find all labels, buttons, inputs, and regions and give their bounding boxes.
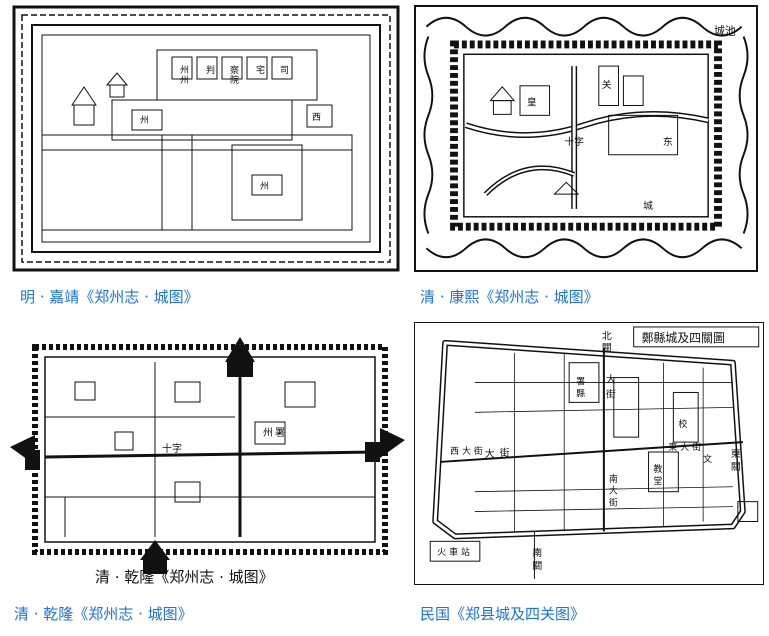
label-0: 十字 <box>162 442 182 455</box>
caption-qing-kangxi: 清 · 康熙《郑州志 · 城图》 <box>420 288 599 306</box>
label-1: 州 <box>180 75 189 86</box>
label-3: 清 · 乾隆《郑州志 · 城图》 <box>95 568 274 585</box>
label-15: 街 <box>609 497 618 509</box>
label-5: 街 <box>500 446 510 459</box>
label-20: 東 <box>668 441 677 453</box>
label-26: 車 <box>449 546 458 558</box>
label-23: 教 <box>654 463 663 475</box>
label-6: 司 <box>280 65 289 76</box>
label-25: 火 <box>437 547 446 558</box>
label-1: 關 <box>602 342 612 354</box>
caption-ming-jiajing: 明 · 嘉靖《郑州志 · 城图》 <box>20 288 199 306</box>
qing-qianlong-plan: 十字 州 署 清 · 乾隆《郑州志 · 城图》 <box>10 337 405 585</box>
label-8: 東 <box>731 447 741 460</box>
map-title: 鄭縣城及四關圖 <box>642 331 725 345</box>
label-0: 北 <box>602 330 612 342</box>
label-2: 判 <box>206 64 215 76</box>
label-5: 宅 <box>256 64 265 76</box>
label-21: 大 <box>680 441 689 453</box>
label-17: 文 <box>703 453 712 465</box>
label-22: 街 <box>692 441 701 453</box>
label-1: 州 <box>263 427 273 439</box>
label-2: 大 <box>606 373 616 386</box>
label-24: 堂 <box>654 475 663 487</box>
label-4: 大 <box>485 447 495 460</box>
label-9: 關 <box>731 461 741 473</box>
ming-jiajing-plan: 州 州 判 察 院 宅 司 西 州 州 <box>12 5 400 272</box>
label-3: 十字 <box>564 135 584 148</box>
label-7: 西 <box>312 112 321 123</box>
label-9: 州 <box>260 181 269 192</box>
label-14: 大 <box>609 485 618 497</box>
label-0: 州 <box>180 65 189 76</box>
label-7: 關 <box>532 560 542 572</box>
map-minguo: 鄭縣城及四關圖 北 關 大 街 大 街 南 關 <box>414 322 764 585</box>
label-3: 街 <box>606 387 616 400</box>
label-11: 大 <box>462 445 471 457</box>
label-2: 关 <box>602 78 612 91</box>
label-4: 东 <box>663 135 673 148</box>
label-3: 察 <box>230 64 239 76</box>
minguo-plan: 鄭縣城及四關圖 北 關 大 街 大 街 南 關 <box>429 326 760 580</box>
label-16: 校 <box>678 418 687 430</box>
caption-minguo: 民国《郑县城及四关图》 <box>420 605 586 623</box>
label-13: 南 <box>609 473 618 485</box>
qing-kangxi-plan: 城池 皇 关 十字 东 城 <box>423 16 749 259</box>
map-qing-qianlong: 十字 州 署 清 · 乾隆《郑州志 · 城图》 <box>5 322 409 585</box>
caption-qing-qianlong: 清 · 乾隆《郑州志 · 城图》 <box>14 605 193 623</box>
label-18: 署 <box>576 377 585 388</box>
label-2: 署 <box>275 427 285 439</box>
label-19: 縣 <box>576 388 585 399</box>
label-10: 西 <box>450 446 459 457</box>
label-27: 站 <box>461 546 470 558</box>
label-6: 南 <box>532 546 542 559</box>
label-12: 街 <box>474 445 483 457</box>
label-0: 城池 <box>714 25 736 38</box>
label-1: 皇 <box>527 96 537 109</box>
label-4: 院 <box>230 74 239 86</box>
label-8: 州 <box>140 115 149 126</box>
map-ming-jiajing: 州 州 判 察 院 宅 司 西 州 州 <box>12 5 400 272</box>
map-qing-kangxi: 城池 皇 关 十字 东 城 <box>414 5 758 272</box>
label-5: 城 <box>643 200 653 212</box>
